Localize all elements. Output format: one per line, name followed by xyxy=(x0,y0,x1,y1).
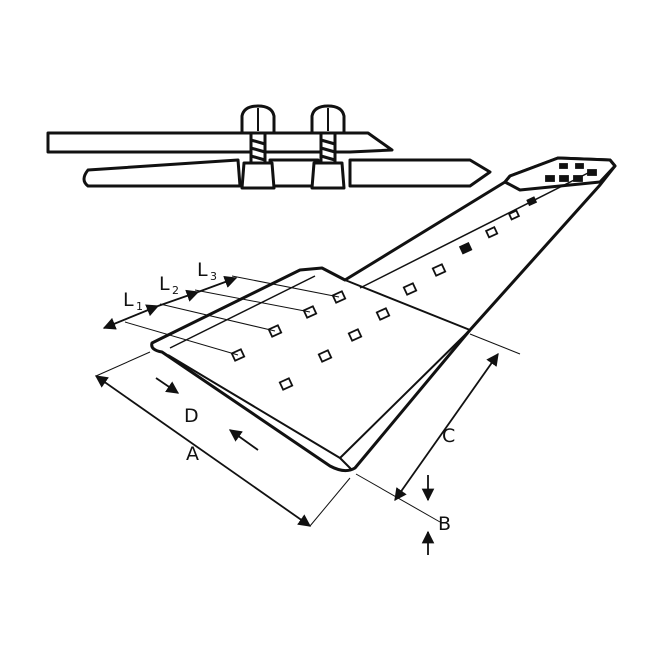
label-L2-sub: 2 xyxy=(172,284,179,297)
label-L3: L xyxy=(197,259,208,281)
label-L3-sub: 3 xyxy=(210,270,217,283)
blade-section-right xyxy=(348,158,492,188)
bolt-hole xyxy=(575,163,584,169)
dim-C xyxy=(394,352,499,502)
bolt-hole xyxy=(573,175,583,182)
label-B: B xyxy=(438,513,451,535)
label-D: D xyxy=(184,405,199,427)
cross-section-view xyxy=(46,104,492,190)
bolt-hole xyxy=(347,328,363,342)
bolt-hole xyxy=(526,196,538,207)
bolt-2 xyxy=(310,104,346,190)
bolt-hole xyxy=(402,282,418,296)
moldboard-plate xyxy=(46,131,394,154)
label-L1: L xyxy=(123,289,134,311)
bolt-hole xyxy=(317,349,333,363)
bolt-hole xyxy=(375,307,391,321)
bolt-hole xyxy=(431,263,447,277)
dimension-lines xyxy=(94,276,521,555)
bolt-hole xyxy=(484,225,499,239)
bolt-1 xyxy=(240,104,276,190)
bolt-hole xyxy=(559,163,568,169)
bolt-hole xyxy=(587,169,597,176)
bolt-hole xyxy=(507,209,521,221)
bolt-hole xyxy=(545,175,555,182)
bolt-hole xyxy=(458,241,473,255)
blade-tip xyxy=(503,156,617,192)
label-L1-sub: 1 xyxy=(136,300,143,313)
blade-section xyxy=(82,158,242,188)
dim-L3 xyxy=(197,276,238,293)
dim-A xyxy=(94,375,312,527)
bolt-hole xyxy=(559,175,569,182)
label-A: A xyxy=(186,443,199,465)
dim-L2 xyxy=(157,289,200,307)
blade-middle xyxy=(268,158,320,188)
dim-L1 xyxy=(102,304,160,330)
dimension-labels: L 1 L 2 L 3 D A C B xyxy=(123,259,455,535)
label-L2: L xyxy=(159,273,170,295)
label-C: C xyxy=(442,425,455,447)
dim-D xyxy=(155,377,180,394)
